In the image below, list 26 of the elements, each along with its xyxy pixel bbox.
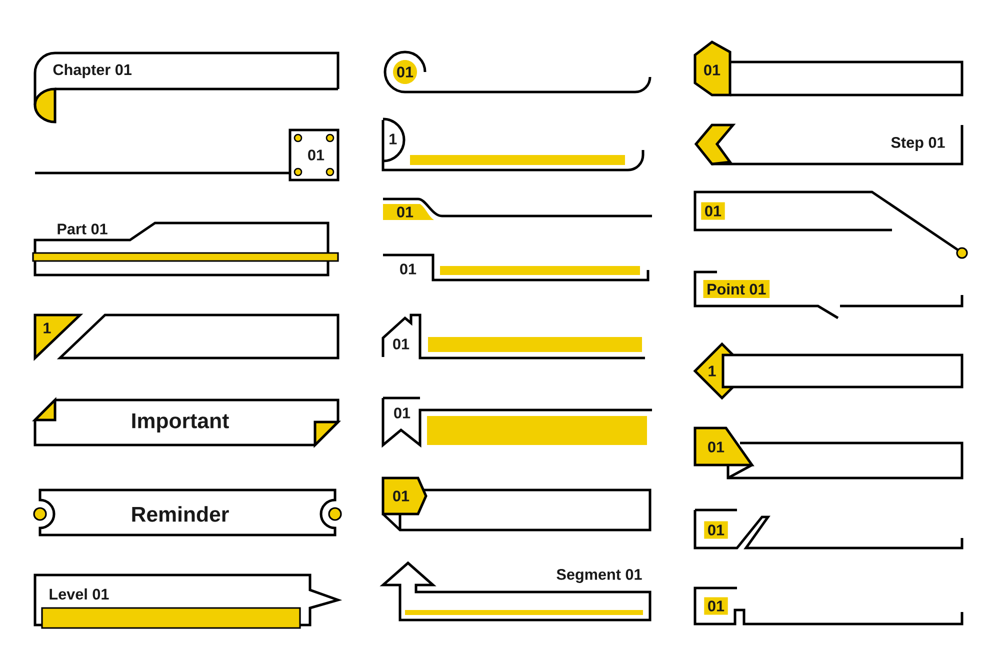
node-label: 01 xyxy=(400,264,416,274)
banner-drawing: Part 01 xyxy=(32,222,339,276)
banner-drawing: 01 xyxy=(694,426,964,480)
banner-drawing: 1 xyxy=(382,118,644,172)
banner-drawing: 01 xyxy=(35,128,340,182)
banner-drawing: 01 xyxy=(382,476,652,532)
banner-drawing: 01 xyxy=(383,254,650,282)
node-label: Chapter 01 xyxy=(53,64,132,78)
banner-drawing: 01 xyxy=(694,586,964,626)
node-label: 01 xyxy=(393,338,410,350)
banner-drawing: Point 01 xyxy=(694,270,964,320)
banner-drawing: 01 xyxy=(694,508,964,550)
node-label: 1 xyxy=(390,134,397,144)
banner-drawing: Reminder xyxy=(33,488,342,536)
node-label: 1 xyxy=(708,366,716,376)
banner-drawing: Level 01 xyxy=(34,574,342,629)
banner-drawing: Chapter 01 xyxy=(34,52,340,124)
banner-drawing: 01 xyxy=(384,50,652,94)
node-label: 01 xyxy=(394,408,410,418)
node-label: Step 01 xyxy=(891,137,945,151)
banner-drawing: 01 xyxy=(382,396,652,448)
node-label: 1 xyxy=(44,322,51,334)
banner-drawing: 01 xyxy=(383,198,652,220)
banner-drawing: 01 xyxy=(694,190,968,259)
banner-drawing: Segment 01 xyxy=(380,561,652,622)
banner-drawing: 01 xyxy=(382,314,645,360)
